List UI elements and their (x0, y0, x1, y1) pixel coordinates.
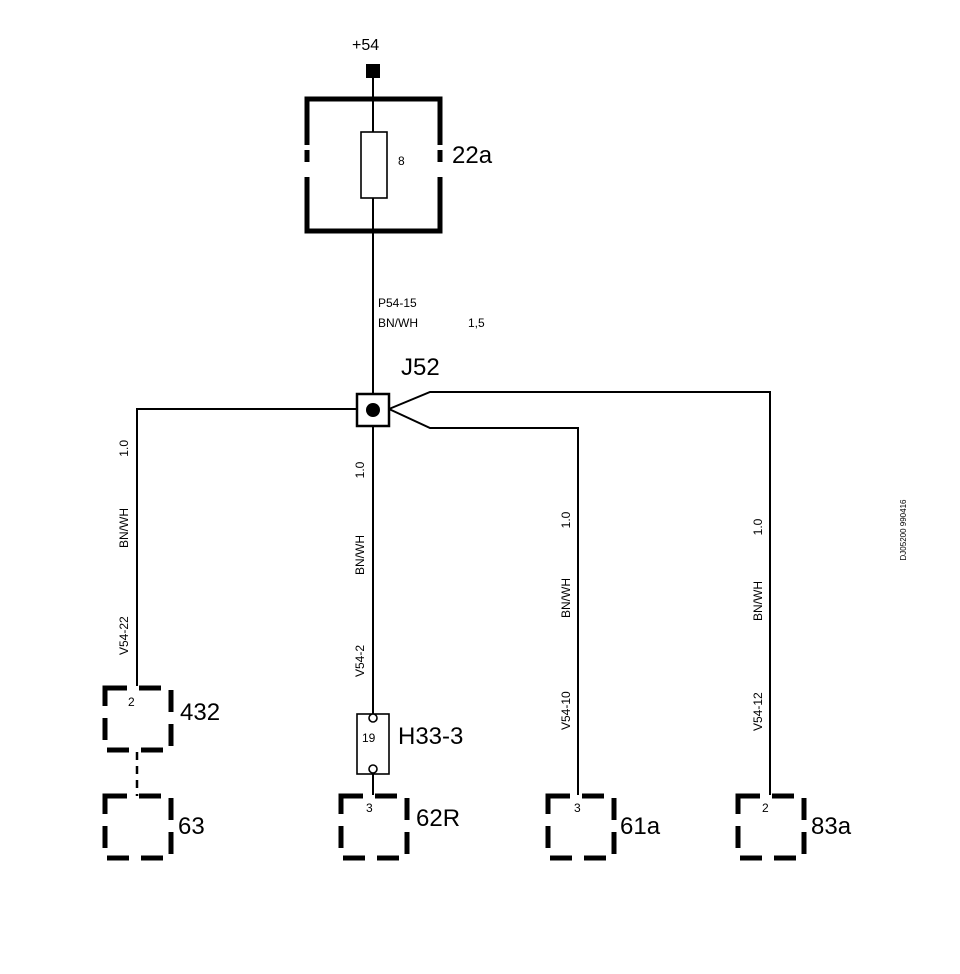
branch-1-color: BN/WH (117, 508, 131, 548)
branch-wire-1 (136, 408, 357, 686)
component-61a-pin: 3 (574, 801, 581, 815)
branch-3-size: 1.0 (559, 511, 573, 528)
component-62r-pin: 3 (366, 801, 373, 815)
branch-wire-3 (388, 408, 579, 795)
connector-h33-3 (356, 713, 390, 775)
branch-3-color: BN/WH (559, 578, 573, 618)
branch-4-size: 1.0 (751, 518, 765, 535)
component-83a-box (735, 793, 807, 861)
connector-pin-top (368, 713, 378, 723)
connector-label: H33-3 (398, 723, 463, 750)
drawing-id: DJ05200 990416 (899, 499, 908, 560)
junction-node (366, 403, 380, 417)
branch-1-size: 1.0 (117, 440, 131, 457)
component-63-box (102, 793, 174, 861)
component-63-label: 63 (178, 813, 205, 840)
connector-pin-bottom (368, 764, 378, 774)
branch-wire-4 (388, 391, 771, 795)
supply-terminal (366, 64, 380, 78)
component-83a-pin: 2 (762, 801, 769, 815)
branch-2-size: 1.0 (353, 461, 367, 478)
feed-wire-size: 1,5 (468, 316, 485, 330)
component-61a-label: 61a (620, 813, 661, 840)
component-432-label: 432 (180, 699, 220, 726)
component-432-pin: 2 (128, 695, 135, 709)
component-62r-label: 62R (416, 805, 460, 832)
supply-label: +54 (352, 37, 379, 54)
fuse-rating: 8 (398, 154, 405, 168)
component-83a-label: 83a (811, 813, 852, 840)
branch-1-circuit: V54-22 (117, 616, 131, 655)
fuse-symbol (360, 131, 388, 199)
component-62r-box (338, 793, 410, 861)
branch-3-circuit: V54-10 (559, 691, 573, 730)
branch-2-circuit: V54-2 (353, 645, 367, 677)
feed-wire-circuit: P54-15 (378, 296, 417, 310)
connector-pin-number: 19 (362, 731, 376, 745)
branch-4-circuit: V54-12 (751, 692, 765, 731)
branch-2-color: BN/WH (353, 535, 367, 575)
component-432-box (102, 685, 174, 753)
junction-id: J52 (401, 354, 440, 381)
feed-wire-color: BN/WH (378, 316, 418, 330)
fuse-id: 22a (452, 142, 493, 169)
branch-4-color: BN/WH (751, 581, 765, 621)
component-61a-box (545, 793, 617, 861)
